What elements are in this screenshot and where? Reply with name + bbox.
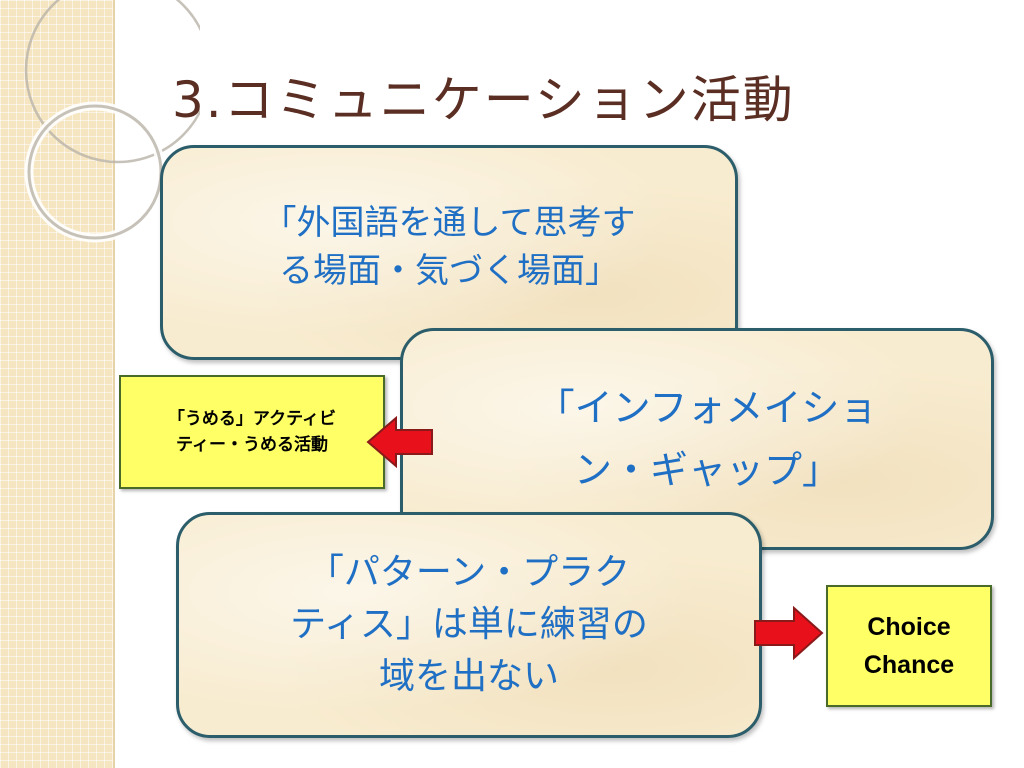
thinking-scenes-box: 「外国語を通して思考す る場面・気づく場面」	[160, 145, 738, 360]
choice-chance-line-2: Chance	[863, 651, 955, 679]
decorative-ring-large	[24, 0, 200, 164]
information-gap-text: 「インフォメイショ ン・ギャップ」	[477, 377, 918, 501]
pattern-practice-line-3: 域を出ない	[378, 656, 559, 697]
umeru-activity-line-1: 「うめる」アクティビ	[167, 409, 337, 429]
right-arrow-icon	[754, 606, 824, 660]
thinking-scenes-text: 「外国語を通して思考す る場面・気づく場面」	[243, 199, 656, 307]
choice-chance-line-1: Choice	[867, 613, 951, 641]
umeru-activity-text: 「うめる」アクティビ ティー・うめる活動	[168, 406, 336, 458]
left-arrow-icon	[366, 416, 433, 468]
umeru-activity-line-2: ティー・うめる活動	[176, 435, 328, 455]
information-gap-line-2: ン・ギャップ」	[573, 448, 840, 492]
pattern-practice-line-1: 「パターン・プラク	[307, 552, 631, 593]
information-gap-line-1: 「インフォメイショ	[536, 386, 878, 430]
information-gap-box: 「インフォメイショ ン・ギャップ」	[400, 328, 994, 550]
pattern-practice-text: 「パターン・プラク ティス」は単に練習の 域を出ない	[280, 547, 658, 703]
umeru-activity-note: 「うめる」アクティビ ティー・うめる活動	[119, 375, 385, 489]
choice-chance-text: Choice Chance	[864, 608, 954, 684]
thinking-scenes-line-1: 「外国語を通して思考す	[262, 202, 636, 243]
slide-title: 3.コミュニケーション活動	[172, 71, 795, 129]
decorative-ring-outline	[27, 104, 163, 240]
choice-chance-note: Choice Chance	[826, 585, 992, 707]
pattern-practice-line-2: ティス」は単に練習の	[290, 604, 648, 645]
decorative-side-strip	[0, 0, 115, 768]
pattern-practice-box: 「パターン・プラク ティス」は単に練習の 域を出ない	[176, 512, 762, 738]
thinking-scenes-line-2: る場面・気づく場面」	[278, 250, 619, 291]
